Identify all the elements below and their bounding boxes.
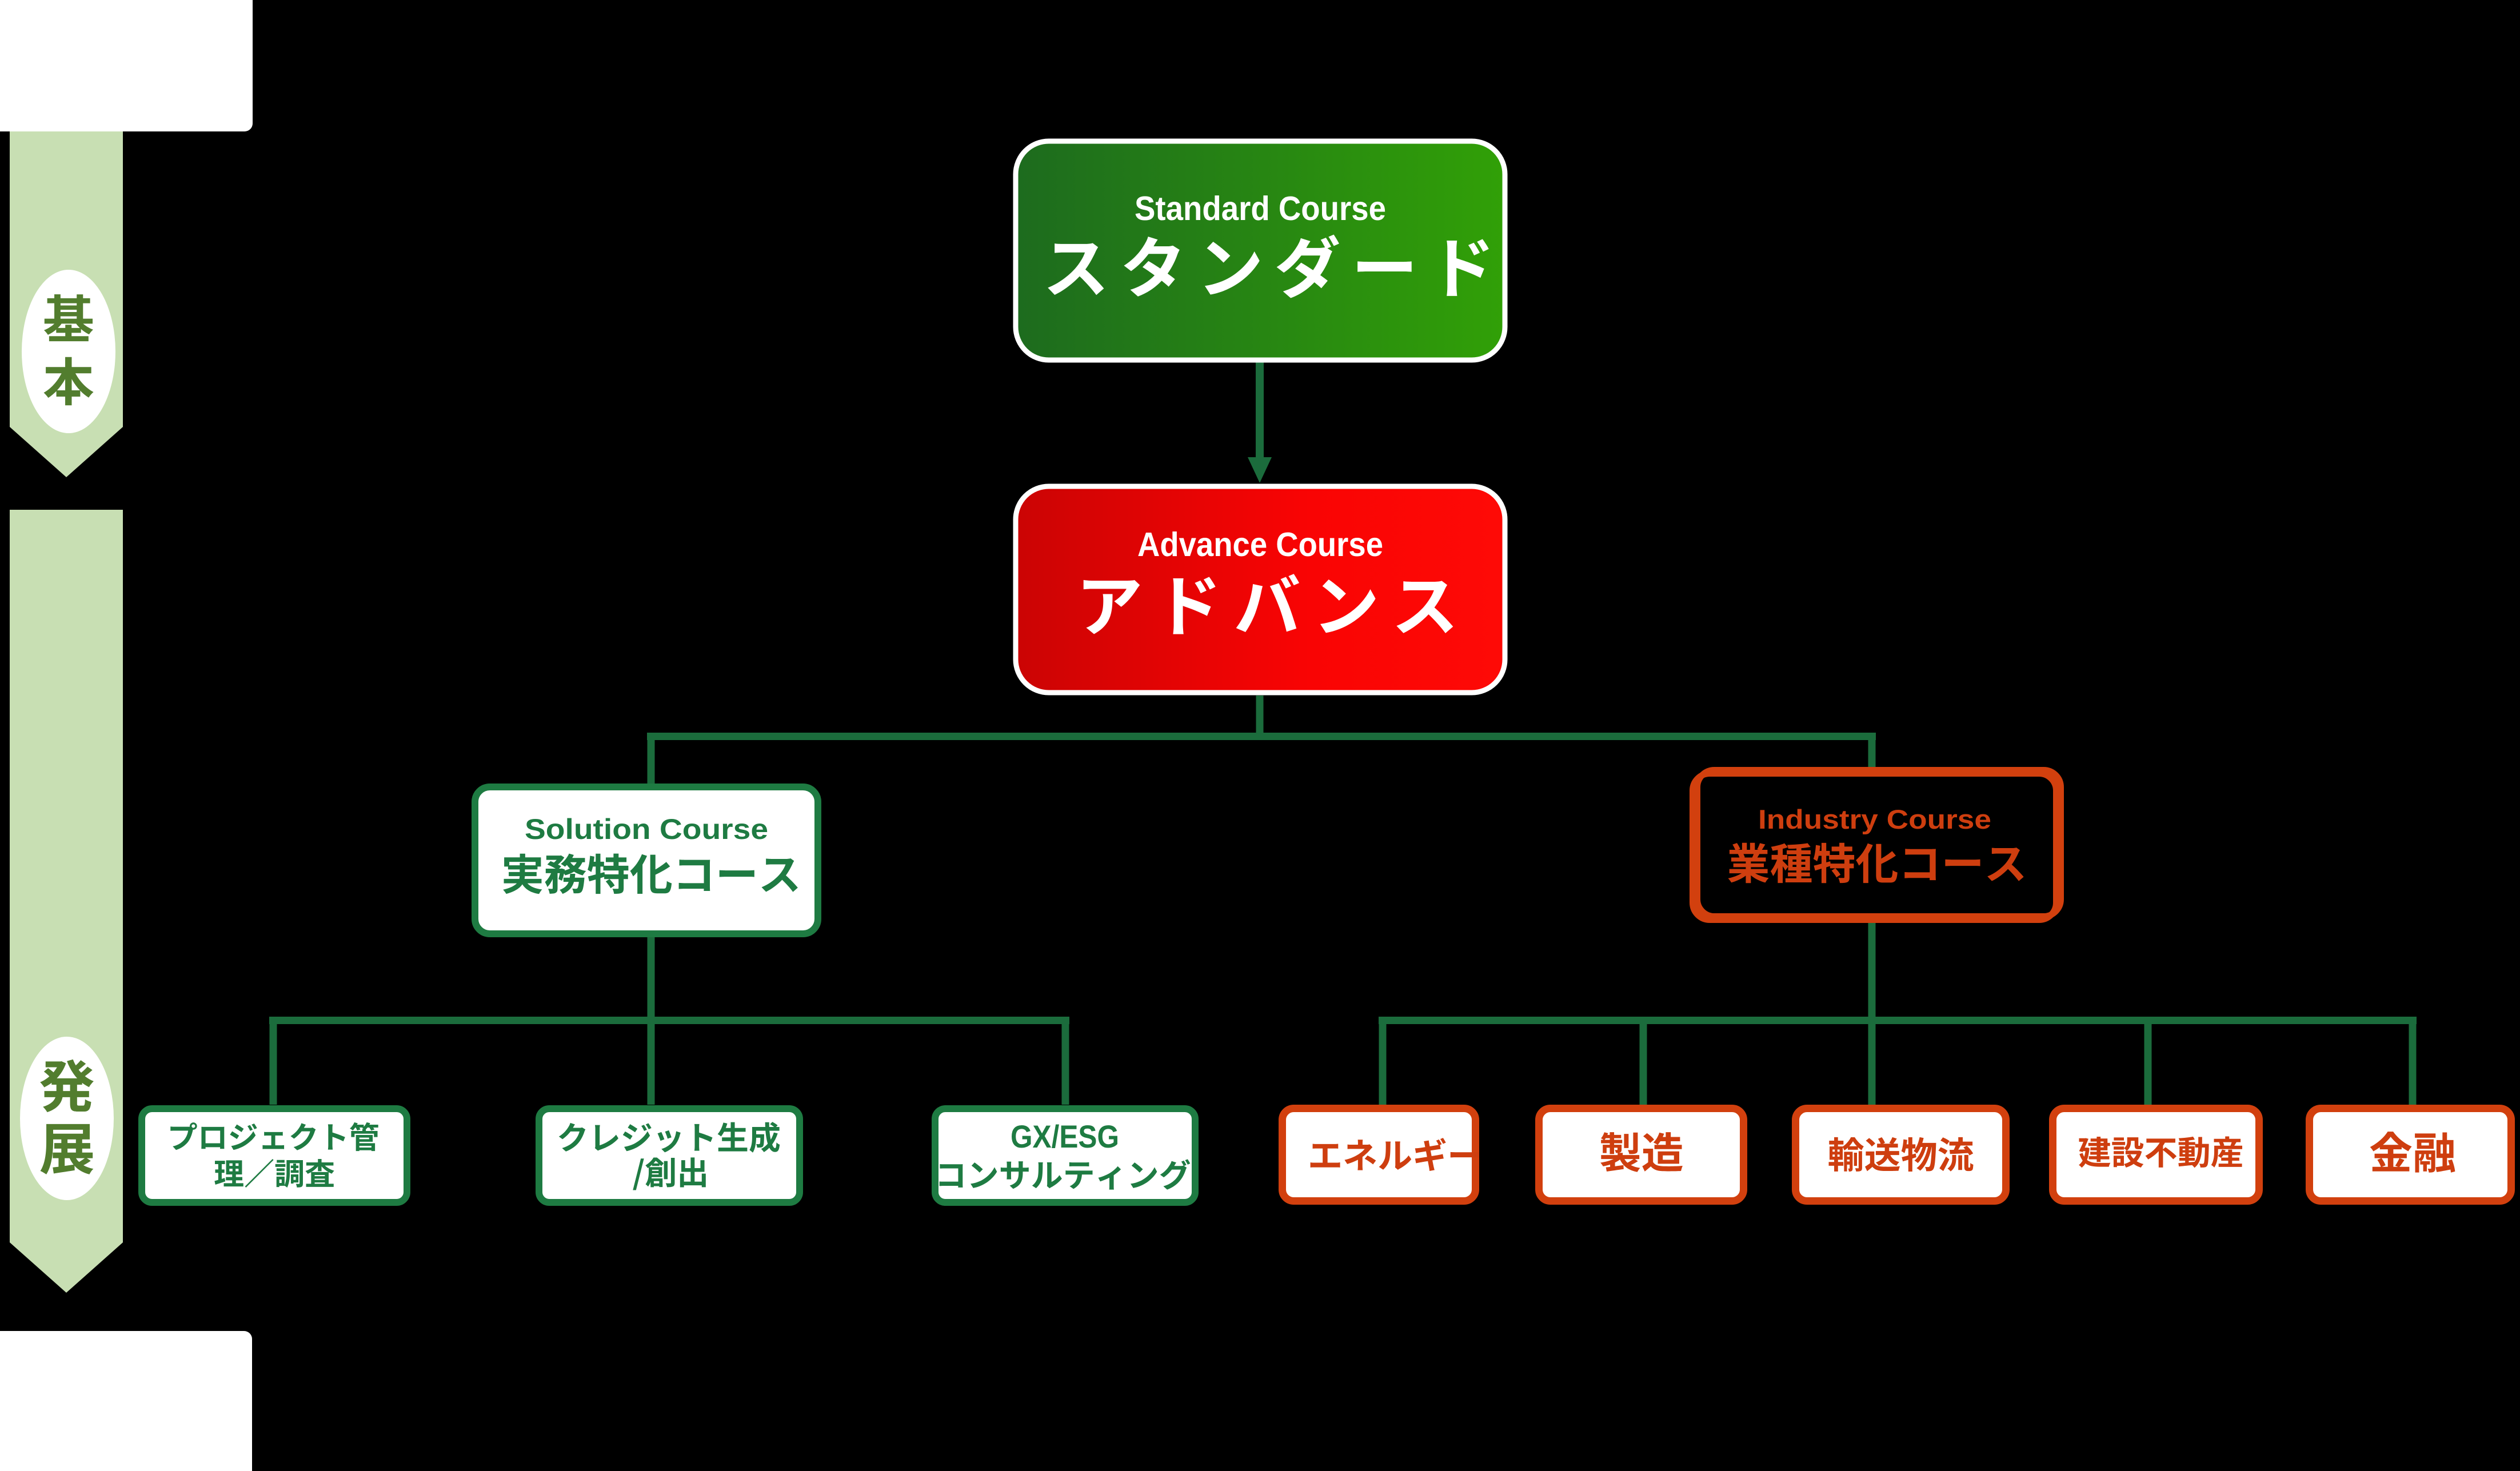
svg-text:Advance Course: Advance Course (1137, 526, 1383, 563)
svg-text:Standard Course: Standard Course (1135, 190, 1386, 227)
svg-text:Solution Course: Solution Course (525, 813, 768, 845)
svg-text:GX/ESG: GX/ESG (1011, 1118, 1119, 1154)
svg-text:Industry Course: Industry Course (1758, 804, 1991, 834)
